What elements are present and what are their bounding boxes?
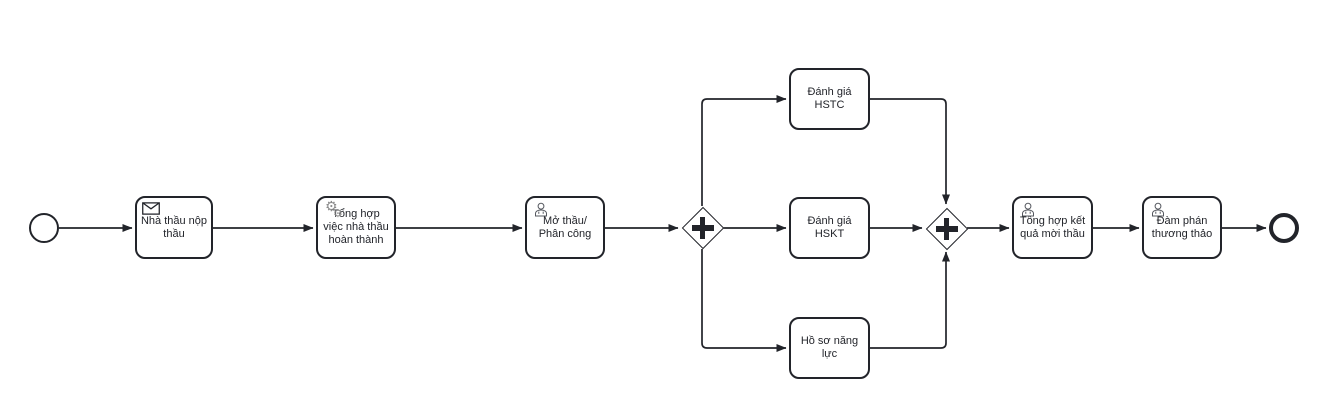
task-mo-thau-phan-cong[interactable]: Mở thầu/ Phân công [525,196,605,259]
task-label: Mở thầu/ Phân công [538,214,592,240]
task-label: Tổng hợp việc nhà thầu hoàn thành [323,208,389,246]
task-tong-hop-ket-qua-moi-thau[interactable]: Tổng hợp kết quả mời thầu [1012,196,1093,259]
parallel-gateway-join[interactable] [925,207,968,250]
end-event[interactable] [1269,213,1299,243]
task-label: Hồ sơ năng lực [800,335,859,360]
task-tong-hop-viec-nha-thau-hoan-thanh[interactable]: ⚙ ⚙ Tổng hợp việc nhà thầu hoàn thành [316,196,396,259]
task-label: Đánh giá HSKT [807,215,852,240]
gateway-plus [699,216,706,239]
task-label: Đàm phán thương thảo [1151,214,1213,240]
flow-split-to-hstc [701,95,787,206]
parallel-gateway-split[interactable] [681,206,724,249]
task-dam-phan-thuong-thao[interactable]: Đàm phán thương thảo [1142,196,1222,259]
task-label: Đánh giá HSTC [807,86,852,111]
task-nha-thau-nop-thau[interactable]: Nhà thầu nộp thầu [135,196,213,259]
task-danh-gia-hskt[interactable]: Đánh giá HSKT [789,197,870,259]
start-event[interactable] [29,213,59,243]
task-ho-so-nang-luc[interactable]: Hồ sơ năng lực [789,317,870,379]
task-danh-gia-hstc[interactable]: Đánh giá HSTC [789,68,870,130]
task-label: Tổng hợp kết quả mời thầu [1019,214,1086,240]
flow-hoso-to-join [870,251,950,349]
flow-split-to-hoso [701,249,787,352]
task-label: Nhà thầu nộp thầu [140,214,208,240]
gateway-plus [943,217,950,240]
flow-hstc-to-join [870,98,950,205]
